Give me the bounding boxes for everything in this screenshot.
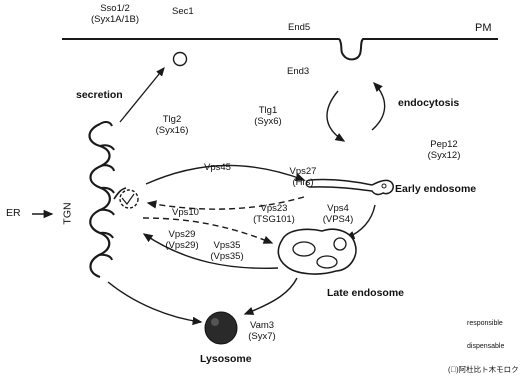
watermark-text: (ﾟ)阿杜比ト木モロク: [448, 364, 519, 375]
intraluminal-vesicle: [317, 256, 337, 268]
endocytosis-arrow-down: [327, 91, 344, 141]
label-pep12: Pep12 (Syx12): [422, 139, 466, 161]
label-sec1: Sec1: [172, 6, 194, 17]
label-late-endosome: Late endosome: [327, 287, 404, 299]
endocytosis-arrow-up: [372, 83, 385, 130]
label-tlg1: Tlg1 (Syx6): [248, 105, 288, 127]
label-tgn: TGN: [63, 202, 74, 224]
legend-dispensable: dispensable: [467, 343, 504, 350]
intraluminal-vesicle: [334, 238, 346, 250]
label-vps23: Vps23 (TSG101): [248, 203, 300, 225]
plasma-membrane: [62, 39, 498, 59]
label-vps35: Vps35 (Vps35): [205, 240, 249, 262]
label-sso: Sso1/2 (Syx1A/1B): [85, 3, 145, 25]
tgn-to-lysosome-arrow: [108, 282, 201, 322]
label-secretion: secretion: [76, 89, 123, 101]
label-tlg2: Tlg2 (Syx16): [152, 114, 192, 136]
label-end3: End3: [287, 66, 309, 77]
lysosome-shape: [205, 312, 237, 344]
label-vps45: Vps45: [204, 162, 231, 173]
label-vam3: Vam3 (Syx7): [242, 320, 282, 342]
secretory-vesicle: [174, 53, 187, 66]
label-vps4: Vps4 (VPS4): [318, 203, 358, 225]
label-pm: PM: [475, 23, 492, 34]
late-endosome-shape: [278, 229, 356, 274]
intraluminal-vesicle: [293, 242, 315, 256]
label-end5: End5: [288, 22, 310, 33]
label-vps29: Vps29 (Vps29): [160, 229, 204, 251]
label-vps27: Vps27 (Hrs): [283, 166, 323, 188]
label-early-endosome: Early endosome: [395, 183, 476, 195]
label-er: ER: [6, 208, 21, 219]
label-endocytosis: endocytosis: [398, 97, 459, 109]
legend-responsible: responsible: [467, 320, 503, 327]
label-lysosome: Lysosome: [200, 353, 252, 365]
late-to-lysosome-arrow: [245, 278, 297, 314]
label-vps10: Vps10: [172, 207, 199, 218]
